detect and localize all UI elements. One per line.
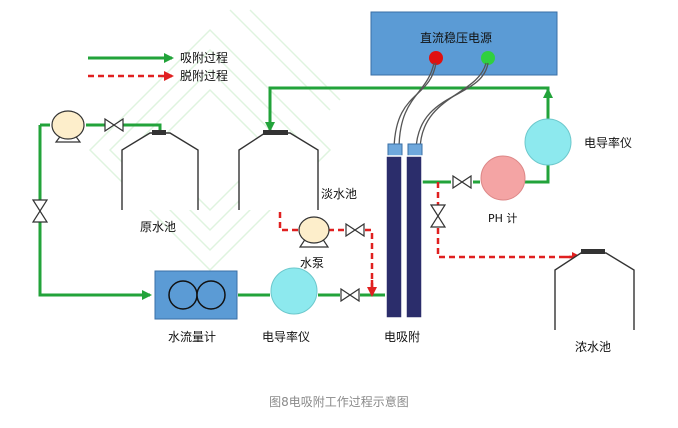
dc-power-supply: 直流稳压电源	[370, 11, 558, 76]
power-indicator-green	[481, 51, 495, 65]
conductivity-left-label: 电导率仪	[262, 329, 310, 344]
flowmeter-label: 水流量计	[168, 330, 216, 344]
ph-meter-label: PH 计	[488, 212, 517, 225]
valve-electrode-outlet	[452, 174, 472, 190]
valve-concentrate-branch	[429, 204, 447, 228]
pump-middle: 水泵	[298, 216, 330, 270]
flowmeter: 水流量计	[154, 270, 238, 344]
power-cables	[393, 62, 489, 151]
conductivity-meter-right: 电导率仪	[524, 118, 632, 166]
raw-water-tank: 原水池	[121, 130, 199, 234]
legend-desorption-label: 脱附过程	[180, 68, 228, 83]
conductivity-right-label: 电导率仪	[584, 135, 632, 150]
fresh-tank-label: 淡水池	[321, 187, 357, 201]
valve-bottom-inlet	[340, 287, 360, 303]
figure-caption: 图8电吸附工作过程示意图	[269, 394, 409, 409]
pump-top-left	[51, 110, 85, 143]
legend: 吸附过程 脱附过程	[88, 50, 228, 83]
adsorption-pipes	[38, 86, 550, 297]
electrode-label: 电吸附	[384, 330, 420, 344]
fresh-water-tank: 淡水池	[238, 130, 357, 210]
electrode-module: 电吸附	[384, 143, 423, 344]
power-indicator-red	[429, 51, 443, 65]
legend-adsorption-label: 吸附过程	[180, 50, 228, 65]
concentrate-tank-label: 浓水池	[575, 340, 611, 354]
concentrate-tank: 浓水池	[554, 249, 635, 354]
power-supply-label: 直流稳压电源	[420, 30, 492, 45]
pump-label: 水泵	[300, 256, 324, 270]
valve-pump-outlet	[345, 222, 365, 238]
valve-top-left	[104, 117, 124, 133]
ph-meter: PH 计	[480, 155, 526, 225]
raw-tank-label: 原水池	[140, 220, 176, 234]
conductivity-meter-left: 电导率仪	[262, 267, 318, 344]
valve-left-vertical	[31, 199, 49, 223]
desorption-pipes	[278, 182, 575, 293]
